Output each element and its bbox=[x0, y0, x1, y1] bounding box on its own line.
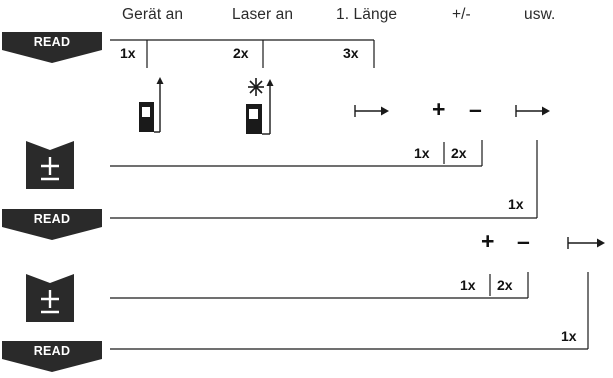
read-button-icon bbox=[2, 209, 102, 240]
plus-minus-button-icon bbox=[26, 274, 74, 322]
count-press-1x: 1x bbox=[120, 45, 136, 61]
plus-minus-button-1[interactable] bbox=[26, 141, 74, 194]
measure-arrow-icon bbox=[567, 236, 607, 255]
count-read-1x: 1x bbox=[508, 196, 524, 212]
read-button-3[interactable]: READ bbox=[2, 341, 102, 378]
header-step-device-on: Gerät an bbox=[122, 6, 184, 23]
header-step-laser-on: Laser an bbox=[232, 6, 294, 23]
minus-symbol: – bbox=[469, 96, 482, 122]
plus-symbol: + bbox=[481, 228, 495, 254]
header-step-first-length: 1. Länge bbox=[336, 6, 398, 23]
count-minus-2x: 2x bbox=[451, 145, 467, 161]
count-read-1x: 1x bbox=[561, 328, 577, 344]
count-plus-1x: 1x bbox=[414, 145, 430, 161]
count-plus-1x: 1x bbox=[460, 277, 476, 293]
header-step-plus-minus: +/- bbox=[452, 6, 471, 23]
read-button-icon bbox=[2, 32, 102, 63]
measure-arrow-icon bbox=[515, 104, 551, 123]
read-button-label: READ bbox=[33, 344, 71, 358]
read-button-icon bbox=[2, 341, 102, 372]
plus-minus-button-icon bbox=[26, 141, 74, 189]
read-button-label: READ bbox=[33, 35, 71, 49]
device-laser-icon bbox=[244, 74, 278, 143]
device-icon bbox=[138, 74, 166, 141]
header-step-etc: usw. bbox=[524, 6, 556, 23]
count-press-3x: 3x bbox=[343, 45, 359, 61]
plus-symbol: + bbox=[432, 96, 446, 122]
count-press-2x: 2x bbox=[233, 45, 249, 61]
plus-minus-button-2[interactable] bbox=[26, 274, 74, 327]
read-button-1[interactable]: READ bbox=[2, 32, 102, 69]
measure-arrow-icon bbox=[354, 104, 390, 123]
count-minus-2x: 2x bbox=[497, 277, 513, 293]
minus-symbol: – bbox=[517, 228, 530, 254]
read-button-label: READ bbox=[33, 212, 71, 226]
read-button-2[interactable]: READ bbox=[2, 209, 102, 246]
